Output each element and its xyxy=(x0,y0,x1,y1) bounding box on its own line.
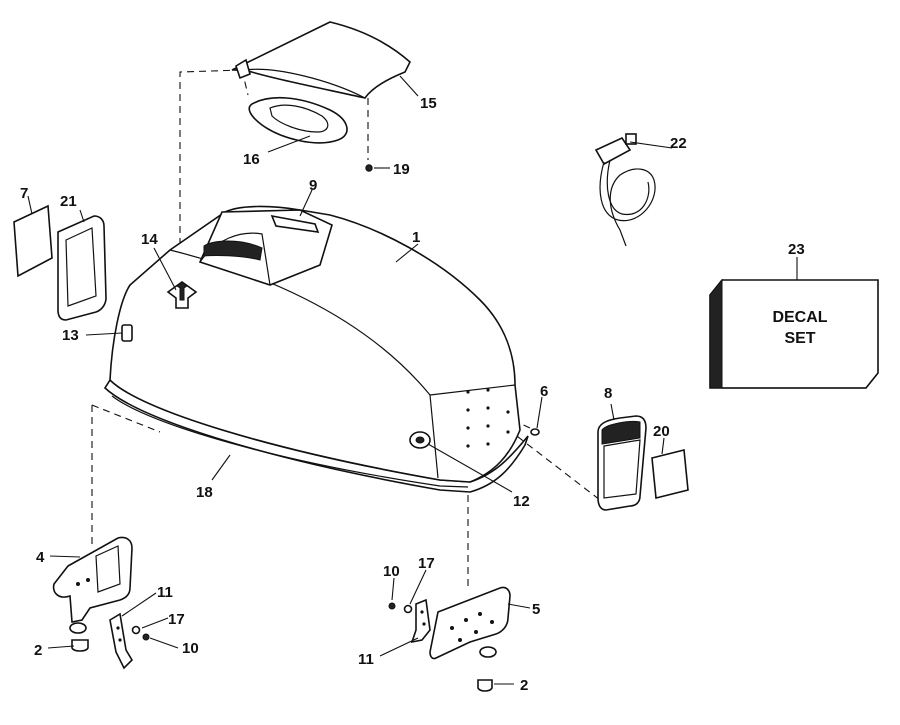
callout-15: 15 xyxy=(420,95,437,112)
callout-17-right: 17 xyxy=(418,555,435,572)
part-16-gasket xyxy=(248,96,348,144)
part-10-screw-left xyxy=(142,633,150,641)
callout-6: 6 xyxy=(540,383,548,400)
callout-13: 13 xyxy=(62,327,79,344)
callout-2-left: 2 xyxy=(34,642,42,659)
callout-11-left: 11 xyxy=(157,584,173,601)
callout-12: 12 xyxy=(513,493,530,510)
part-22-cable xyxy=(594,133,656,247)
callout-11-right: 11 xyxy=(358,651,374,668)
callout-2-right: 2 xyxy=(520,677,528,694)
callout-14: 14 xyxy=(141,231,158,248)
part-15-access-cover xyxy=(231,21,411,99)
callout-labels: 1 15 16 19 9 14 7 21 13 18 12 6 8 20 22 … xyxy=(20,95,805,694)
part-7-plate xyxy=(13,204,53,278)
callout-9: 9 xyxy=(309,177,317,194)
callout-22: 22 xyxy=(670,135,687,152)
part-13-latch xyxy=(121,324,133,342)
part-11-clip-left xyxy=(109,612,134,670)
leader-lines xyxy=(27,75,798,685)
part-2-button-right xyxy=(477,679,493,692)
callout-1: 1 xyxy=(412,229,420,246)
callout-20: 20 xyxy=(653,423,670,440)
part-5-bracket xyxy=(429,586,511,660)
callout-18: 18 xyxy=(196,484,213,501)
callout-21: 21 xyxy=(60,193,77,210)
part-2-button-left xyxy=(71,639,89,652)
part-4-bracket xyxy=(52,536,133,634)
callout-19: 19 xyxy=(393,161,410,178)
callout-10-left: 10 xyxy=(182,640,199,657)
part-19-screw xyxy=(365,164,373,172)
part-12-grommet xyxy=(409,431,431,449)
part-23-decal-set-box: DECAL SET xyxy=(709,278,879,389)
callout-17-left: 17 xyxy=(168,611,185,628)
side-hole-dots xyxy=(466,388,510,448)
callout-8: 8 xyxy=(604,385,612,402)
part-11-clip-right xyxy=(410,598,431,644)
callout-10-right: 10 xyxy=(383,563,400,580)
callout-16: 16 xyxy=(243,151,260,168)
decal-set-line2: SET xyxy=(784,330,815,347)
callout-23: 23 xyxy=(788,241,805,258)
part-17-washer-left xyxy=(131,625,141,635)
callout-7: 7 xyxy=(20,185,28,202)
part-21-frame xyxy=(57,215,107,321)
part-8-handle xyxy=(597,415,647,511)
part-17-washer-right xyxy=(403,604,413,614)
part-6-screw xyxy=(530,428,540,436)
callout-4: 4 xyxy=(36,549,45,566)
decal-set-line1: DECAL xyxy=(772,309,827,326)
part-10-screw-right xyxy=(388,602,396,610)
part-1-engine-cover xyxy=(109,205,521,483)
callout-5: 5 xyxy=(532,601,540,618)
part-20-plate xyxy=(651,448,689,500)
